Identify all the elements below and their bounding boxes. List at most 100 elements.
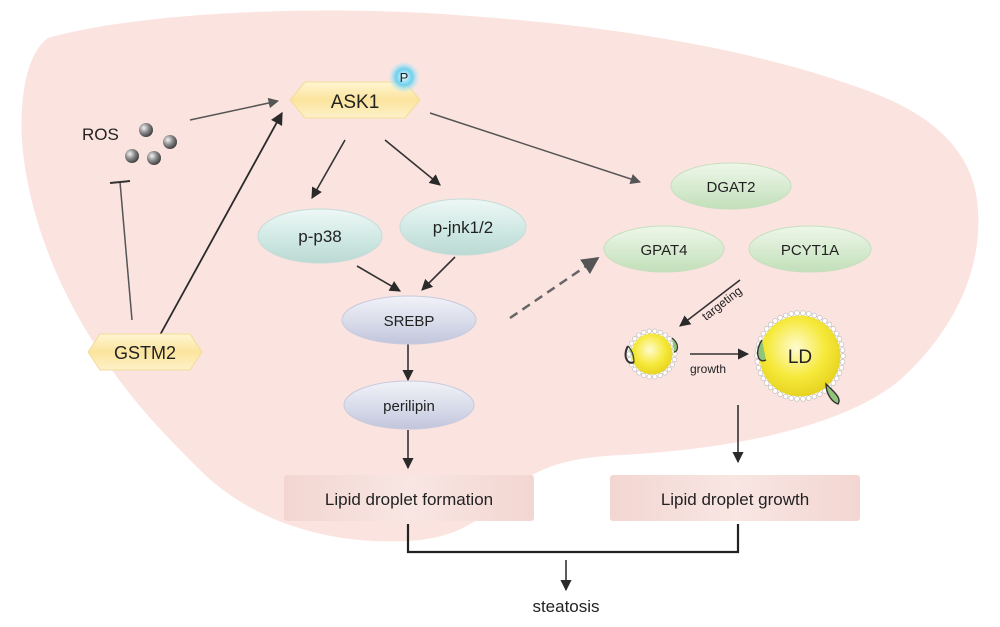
phospholipid-bead: [657, 329, 663, 335]
ros-molecule: [147, 151, 161, 165]
phospholipid-bead: [772, 388, 778, 394]
phospholipid-bead: [657, 373, 663, 379]
phospholipid-bead: [836, 336, 843, 342]
phospholipid-bead: [760, 330, 766, 337]
node-pcyt1a: PCYT1A: [748, 225, 872, 273]
phospholipid-bead: [763, 326, 770, 332]
phospholipid-bead: [800, 396, 806, 402]
phospholipid-bead: [757, 370, 764, 376]
label-p38: p-p38: [298, 227, 341, 246]
phospholipid-bead: [629, 340, 635, 346]
label-pcyt1a: PCYT1A: [781, 242, 839, 259]
label-formation: Lipid droplet formation: [325, 490, 493, 509]
edge-ros-ask1: [189, 97, 280, 121]
edge-gstm2-ask1: [159, 111, 283, 336]
label-phospho: P: [400, 70, 409, 85]
phospholipid-bead: [641, 329, 647, 335]
phospholipid-bead: [788, 395, 794, 401]
phospholipid-bead: [800, 310, 806, 316]
edge-ask1-jnk: [384, 139, 441, 186]
phospholipid-bead: [767, 384, 774, 391]
phospholipid-bead: [839, 359, 846, 365]
ros-molecule: [125, 149, 139, 163]
edge-targeting: [679, 279, 741, 327]
phospholipid-bead: [788, 311, 794, 317]
label-ask1: ASK1: [331, 92, 380, 113]
phospholipid-bead: [763, 380, 770, 386]
phospholipid-bead: [755, 364, 762, 371]
edge-jnk-srebp: [421, 256, 456, 291]
node-formation: Lipid droplet formation: [284, 475, 534, 521]
phospholipid-bead: [826, 321, 833, 328]
phospholipid-bead: [822, 318, 828, 324]
connectors: [109, 97, 750, 592]
phospholipid-bead: [646, 374, 652, 380]
label-steatosis: steatosis: [532, 597, 599, 616]
node-perilipin: perilipin: [343, 380, 475, 430]
phospholipid-bead: [646, 328, 652, 334]
phospholipid-bead: [632, 336, 638, 342]
phospholipid-bead: [636, 332, 642, 338]
phospholipid-bead: [777, 315, 783, 321]
phospholipid-bead: [806, 395, 812, 401]
node-p38: p-p38: [257, 208, 383, 264]
phospholipid-bead: [754, 359, 761, 365]
label-dgat2: DGAT2: [707, 179, 756, 196]
node-srebp: SREBP: [341, 295, 477, 345]
phospholipid-bead: [782, 393, 789, 400]
edge-p38-srebp: [356, 265, 401, 292]
phospholipid-bead: [838, 364, 845, 371]
phospholipid-bead: [636, 370, 642, 376]
phospholipid-bead: [652, 328, 658, 334]
node-dgat2: DGAT2: [670, 162, 792, 210]
phospholipid-bead: [777, 391, 783, 397]
node-ask1: ASK1: [289, 81, 421, 119]
phospholipid-bead: [669, 362, 675, 368]
label-gstm2: GSTM2: [114, 343, 176, 363]
phospholipid-bead: [666, 366, 672, 372]
phospholipid-bead: [782, 312, 789, 319]
phospholipid-bead: [652, 374, 658, 380]
phospholipid-bead: [836, 370, 843, 376]
phospholipid-bead: [760, 375, 766, 382]
node-jnk: p-jnk1/2: [399, 198, 527, 256]
label-ld: LD: [788, 347, 812, 368]
ros-molecule: [139, 123, 153, 137]
edge-ask1-dgat2: [429, 112, 641, 185]
edge-bracket: [406, 524, 740, 554]
node-gpat4: GPAT4: [603, 225, 725, 273]
phospholipid-bead: [830, 326, 837, 332]
small-lipid-droplet: [624, 328, 679, 380]
phospholipid-bead: [839, 347, 846, 353]
phospholipid-bead: [772, 318, 778, 324]
phospholipid-bead: [794, 396, 800, 402]
phospholipid-bead: [811, 312, 818, 319]
phospholipid-bead: [666, 336, 672, 342]
phospholipid-bead: [817, 391, 823, 397]
phospholipid-bead: [817, 315, 823, 321]
phospholipid-bead: [811, 393, 818, 400]
label-gpat4: GPAT4: [641, 242, 688, 259]
node-ros: ROS: [82, 123, 177, 165]
phospholipid-bead: [767, 321, 774, 328]
phospholipid-bead: [641, 373, 647, 379]
label-srebp: SREBP: [384, 313, 435, 330]
phospholipid-bead: [838, 341, 845, 348]
node-ld: LD: [754, 310, 846, 405]
phospholipid-bead: [834, 330, 840, 337]
label-growth: growth: [690, 362, 726, 376]
phospholipid-bead: [662, 332, 668, 338]
phospholipid-bead: [671, 356, 677, 362]
phospholipid-bead: [830, 380, 837, 386]
edge-ask1-p38: [311, 139, 346, 199]
inhibit-bar: [109, 180, 131, 184]
label-perilipin: perilipin: [383, 398, 435, 415]
phospholipid-bead: [662, 370, 668, 376]
phospholipid-bead: [632, 366, 638, 372]
phospholipid-bead: [806, 311, 812, 317]
label-jnk: p-jnk1/2: [433, 218, 493, 237]
node-gstm2: GSTM2: [87, 333, 203, 371]
phospholipid-bead: [840, 353, 846, 359]
